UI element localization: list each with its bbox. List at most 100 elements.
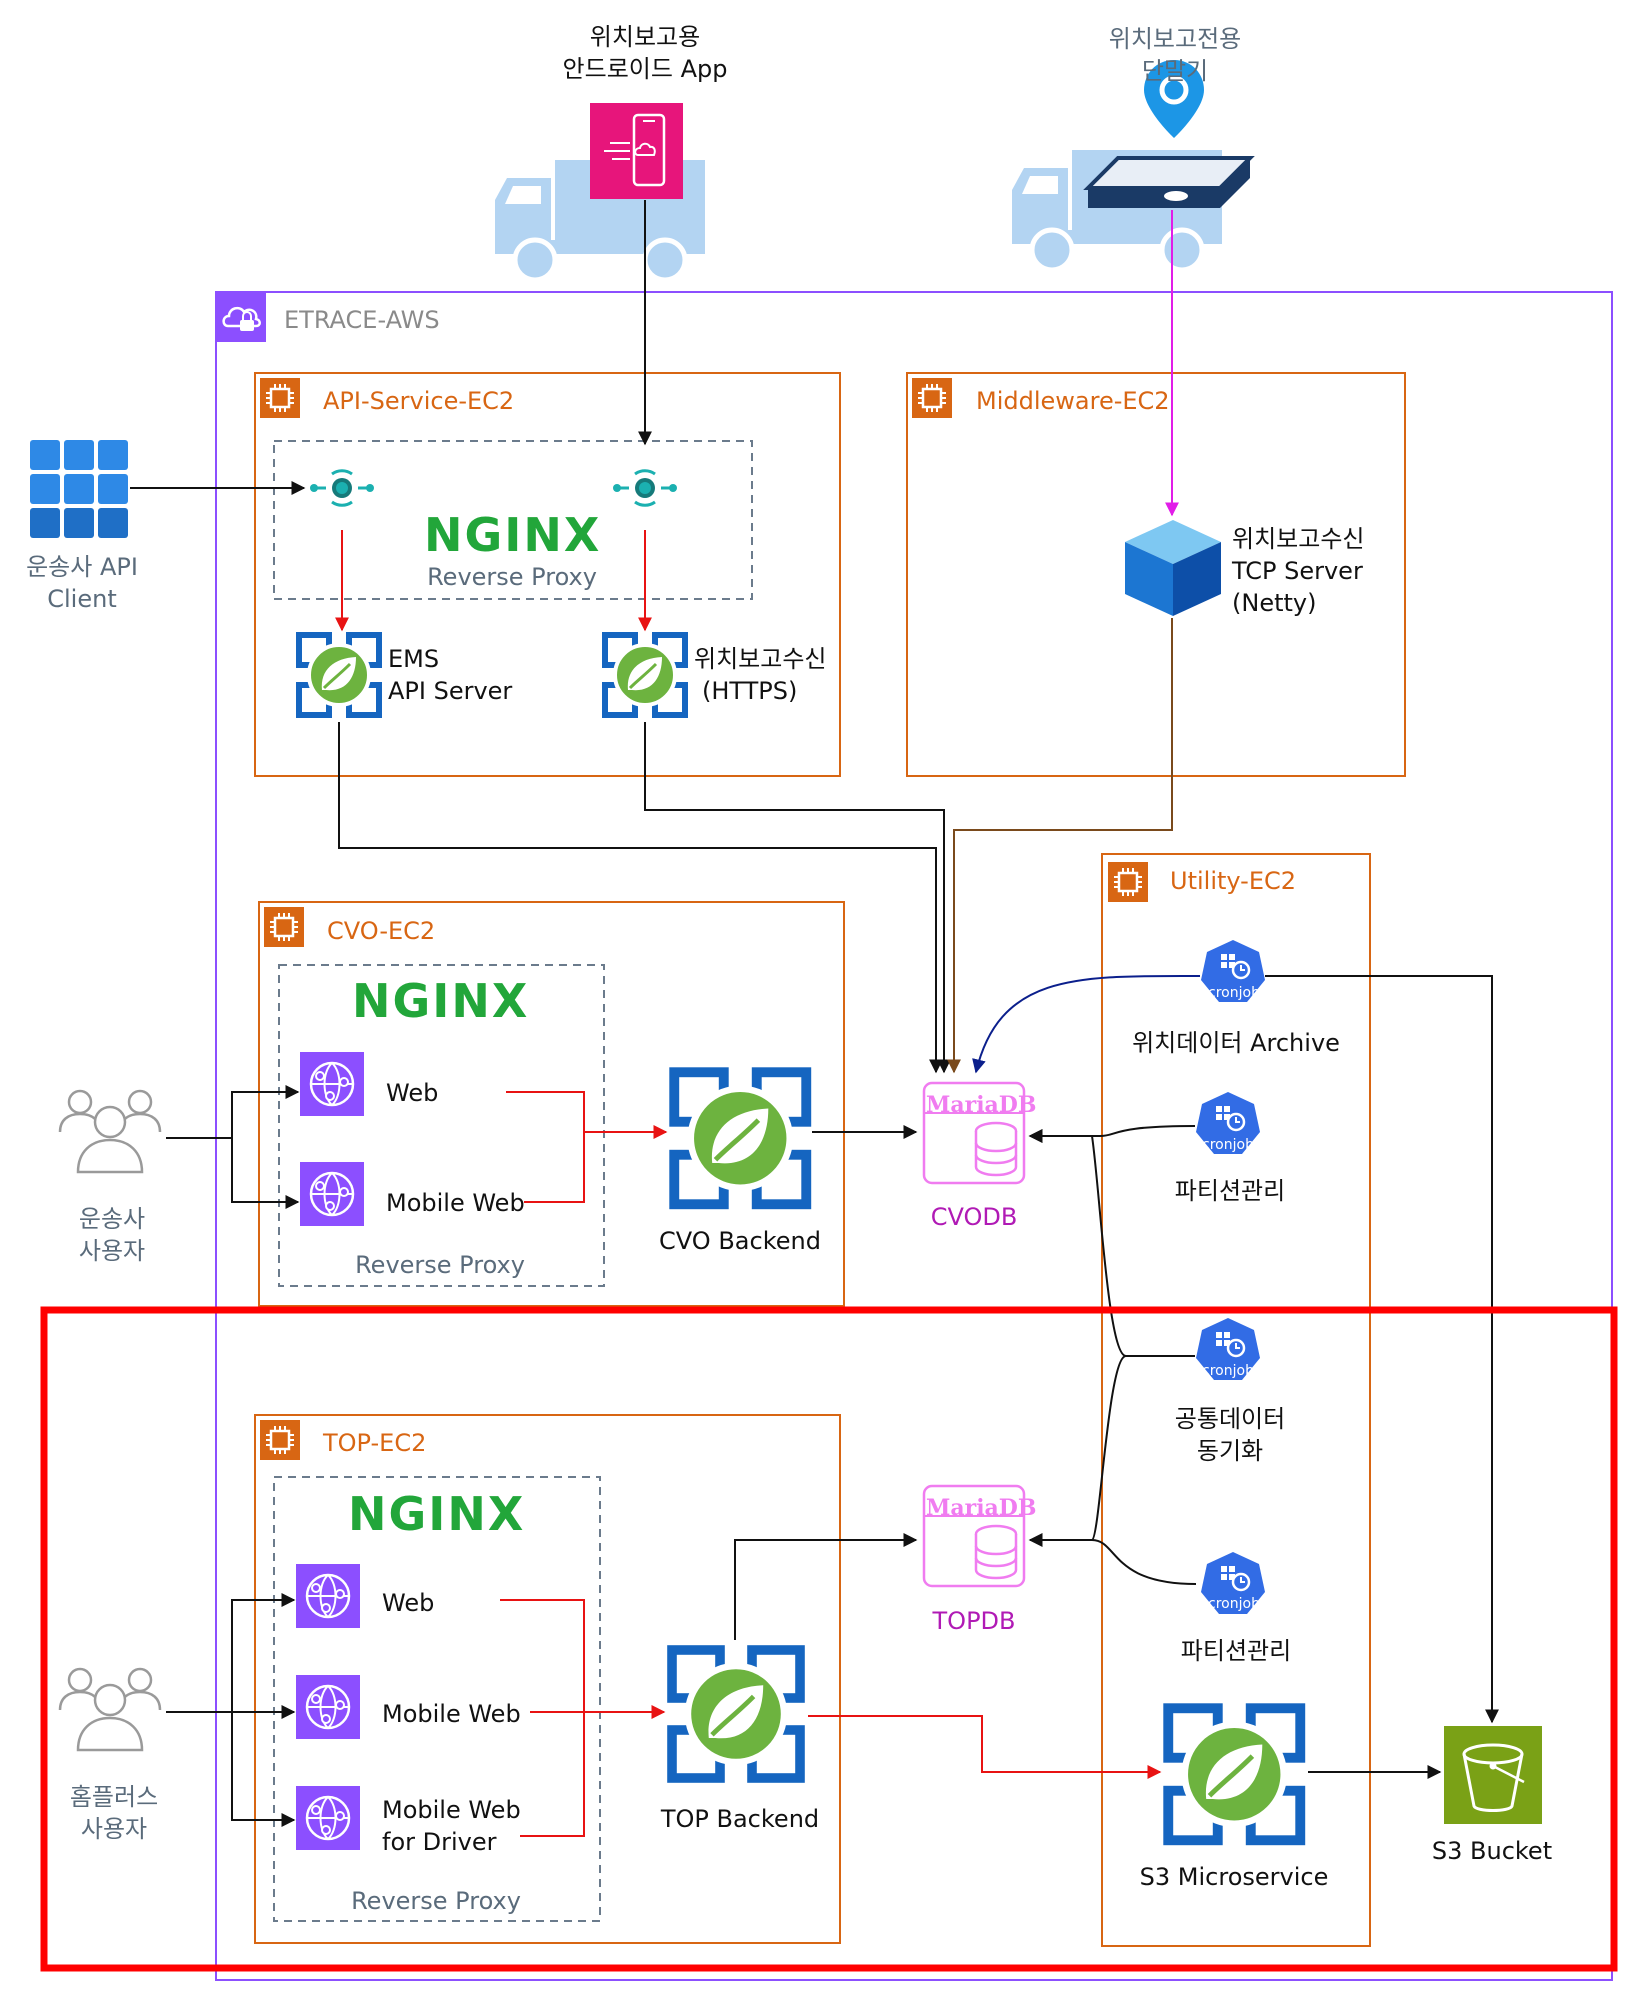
edge-partition-to-cvodb	[1028, 1125, 1196, 1143]
terminal-label-line2: 단말기	[1141, 57, 1209, 85]
aws-group-title: ETRACE-AWS	[284, 306, 440, 334]
edge-top-users-web	[166, 1593, 296, 1713]
web-app-icon	[294, 1784, 362, 1852]
endpoint-connector-icon	[308, 469, 376, 507]
edge-archive-to-s3	[1265, 975, 1499, 1724]
api-proxy-box	[273, 440, 753, 600]
spring-boot-icon	[294, 630, 384, 720]
api-client-grid-icon	[30, 440, 128, 538]
app-label-line2: 안드로이드 App	[562, 55, 728, 83]
cvo-reverse-proxy: Reverse Proxy	[355, 1251, 525, 1279]
middleware-ec2-title: Middleware-EC2	[976, 387, 1170, 415]
ems-label-line2: API Server	[388, 677, 513, 705]
top-mobile-web-label: Mobile Web	[382, 1700, 521, 1728]
ec2-chip-icon	[258, 1418, 302, 1462]
client-label-line2: Client	[47, 585, 117, 613]
mobile-app-icon	[590, 103, 683, 199]
cvo-nginx-logo: NGINX	[352, 974, 530, 1028]
edge-cvo-users-web	[166, 1085, 300, 1139]
loc-label-line1: 위치보고수신	[694, 645, 827, 673]
cvo-ec2-box	[258, 901, 845, 1307]
edge-top-users-driver	[231, 1712, 296, 1827]
cvodb-label: CVODB	[930, 1203, 1018, 1231]
spring-boot-icon	[667, 1645, 805, 1783]
cvo-users-label-line1: 운송사	[78, 1205, 146, 1233]
middleware-ec2-box	[906, 372, 1406, 777]
ems-label-line1: EMS	[388, 645, 440, 673]
topdb-label: TOPDB	[932, 1607, 1016, 1635]
edge-ems-to-cvodb	[338, 722, 943, 1074]
highlight-box	[40, 1306, 1618, 1972]
edge-sync-to-cvodb	[1028, 1129, 1195, 1357]
top-web-label: Web	[382, 1589, 435, 1617]
aws-group-box	[215, 291, 1613, 1981]
api-reverse-proxy: Reverse Proxy	[427, 563, 597, 591]
cron-text-1: cronjob	[1208, 985, 1260, 1001]
partition2-label: 파티션관리	[1180, 1637, 1292, 1665]
utility-ec2-title: Utility-EC2	[1170, 867, 1297, 895]
edge-cvo-users-mobile	[231, 1138, 300, 1209]
edge-archive-to-cvodb	[972, 974, 1201, 1074]
spring-boot-icon	[669, 1067, 811, 1209]
top-proxy-box	[273, 1476, 601, 1922]
cvodb-logo-text: MariaDB	[926, 1092, 1037, 1118]
app-label-line1: 위치보고용	[589, 23, 701, 51]
client-label-line1: 운송사 API	[26, 553, 138, 581]
utility-ec2-box	[1101, 853, 1371, 1947]
web-app-icon	[298, 1050, 366, 1118]
api-ec2-box	[254, 372, 841, 777]
s3-bucket-label: S3 Bucket	[1431, 1837, 1553, 1865]
top-ec2-box	[254, 1414, 841, 1944]
ec2-chip-icon	[1106, 860, 1150, 904]
edge-sync-to-topdb	[1028, 1355, 1127, 1547]
tcp-label-line2: TCP Server	[1232, 557, 1363, 585]
archive-label: 위치데이터 Archive	[1132, 1029, 1340, 1057]
edge-top-driver-to-backend	[520, 1712, 585, 1837]
cron-text-3: cronjob	[1202, 1363, 1254, 1379]
edge-tcp-to-cvodb	[947, 618, 1173, 1074]
loc-label-line2: (HTTPS)	[702, 677, 798, 705]
cvo-web-label: Web	[386, 1079, 439, 1107]
tcp-server-cube-icon	[1125, 520, 1221, 616]
cvo-users-label-line2: 사용자	[78, 1237, 146, 1265]
location-terminal	[1083, 156, 1255, 208]
top-nginx-logo: NGINX	[348, 1487, 526, 1541]
topdb-logo-text: MariaDB	[926, 1495, 1037, 1521]
s3ms-label: S3 Microservice	[1139, 1863, 1329, 1891]
web-app-icon	[298, 1160, 366, 1228]
cron-text-2: cronjob	[1202, 1137, 1254, 1153]
top-reverse-proxy: Reverse Proxy	[351, 1887, 521, 1915]
users-group-icon	[58, 1089, 162, 1174]
endpoint-connector-icon	[611, 469, 679, 507]
cvo-ec2-title: CVO-EC2	[327, 917, 436, 945]
top-users-label-line2: 사용자	[80, 1815, 148, 1843]
edge-top-backend-to-topdb	[734, 1533, 918, 1640]
terminal-label-line1: 위치보고전용	[1108, 25, 1242, 53]
edge-top-backend-to-s3ms	[808, 1715, 1162, 1779]
top-users-label-line1: 홈플러스	[69, 1783, 159, 1811]
api-ec2-title: API-Service-EC2	[323, 387, 515, 415]
cvo-backend-label: CVO Backend	[659, 1227, 821, 1255]
ec2-chip-icon	[910, 376, 954, 420]
web-app-icon	[294, 1562, 362, 1630]
api-nginx-logo: NGINX	[424, 508, 602, 562]
cron-text-4: cronjob	[1208, 1596, 1260, 1612]
edge-top-web-to-backend	[500, 1599, 666, 1719]
s3-bucket-icon	[1444, 1726, 1542, 1824]
ec2-chip-icon	[262, 905, 306, 949]
spring-boot-icon	[1163, 1703, 1305, 1845]
sync-label-line1: 공통데이터	[1174, 1405, 1286, 1433]
web-app-icon	[294, 1673, 362, 1741]
top-ec2-title: TOP-EC2	[323, 1429, 427, 1457]
location-pin-icon	[1144, 60, 1204, 138]
aws-cloud-lock-icon	[216, 292, 266, 342]
users-group-icon	[58, 1667, 162, 1752]
edge-partition2-to-topdb	[1091, 1539, 1197, 1585]
cvo-mobile-web-label: Mobile Web	[386, 1189, 525, 1217]
top-driver-label-line2: for Driver	[382, 1828, 497, 1856]
tcp-label-line3: (Netty)	[1232, 589, 1317, 617]
edge-mobile-to-cvo-backend	[524, 1132, 585, 1203]
edge-web-to-cvo-backend	[506, 1091, 668, 1139]
